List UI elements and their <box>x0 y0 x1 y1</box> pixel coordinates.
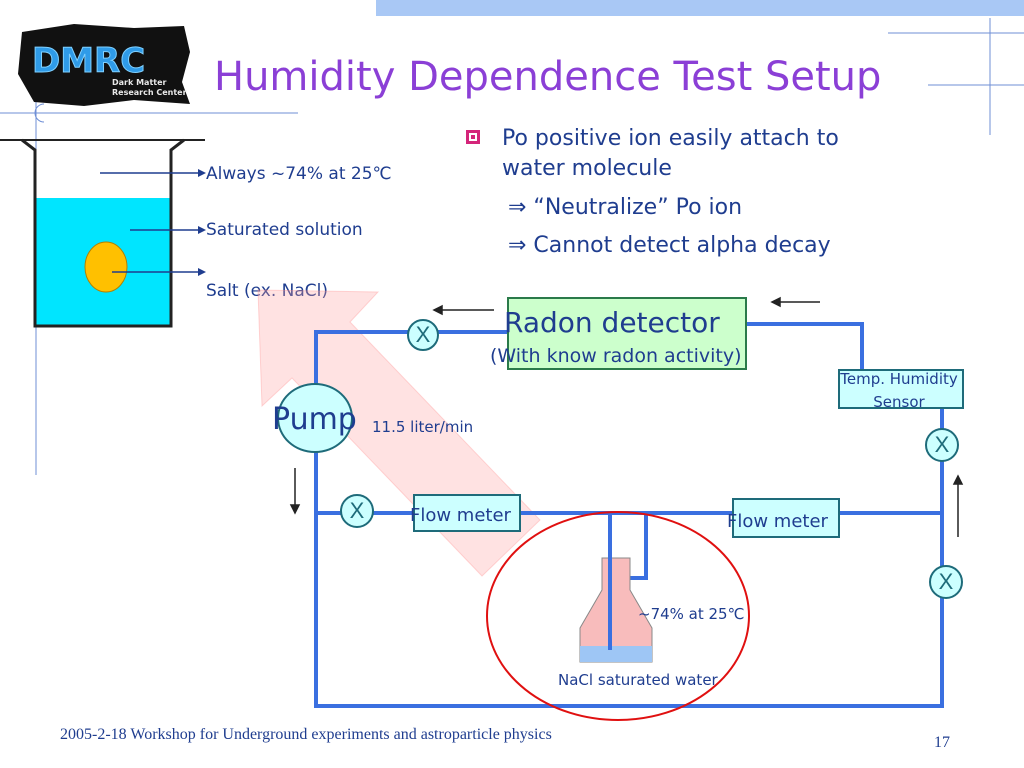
footer-text: 2005-2-18 Workshop for Underground exper… <box>60 726 552 743</box>
flask-humidity-label: ~74% at 25℃ <box>638 605 745 623</box>
logo-subtitle-1: Dark Matter <box>112 78 167 87</box>
bullet-square-icon <box>466 130 480 144</box>
label-always-humidity: Always ~74% at 25℃ <box>206 164 392 184</box>
flow-rate-label: 11.5 liter/min <box>372 418 474 436</box>
sensor-label-line1: Temp. Humidity <box>840 370 958 388</box>
radon-detector-label: Radon detector <box>504 306 720 339</box>
valve-top: X <box>407 319 439 351</box>
logo-text: DMRC <box>32 41 145 81</box>
slide-title: Humidity Dependence Test Setup <box>214 54 882 100</box>
flow-meter-right-box <box>732 498 840 538</box>
logo-graphic: DMRC Dark Matter Research Center <box>18 24 190 106</box>
logo-subtitle-2: Research Center <box>112 88 187 97</box>
radon-detector-note: (With know radon activity) <box>490 345 742 367</box>
label-salt: Salt (ex. NaCl) <box>206 281 329 301</box>
valve-left: X <box>340 494 374 528</box>
label-saturated-solution: Saturated solution <box>206 220 363 240</box>
pump-label: Pump <box>272 402 357 437</box>
bullet-main-line2: water molecule <box>502 156 672 181</box>
pump-circle <box>277 383 353 453</box>
flow-meter-left-label: Flow meter <box>410 505 511 526</box>
sensor-label-line2: Sensor <box>873 393 925 411</box>
flask-caption: NaCl saturated water <box>558 671 718 689</box>
page-number: 17 <box>934 734 950 751</box>
bullet-sub-cannot-detect: ⇒ Cannot detect alpha decay <box>508 233 831 258</box>
flow-meter-left-box <box>413 494 521 532</box>
flow-meter-right-label: Flow meter <box>727 511 828 532</box>
valve-right-upper: X <box>925 428 959 462</box>
humidity-sensor-box <box>838 369 964 409</box>
radon-detector-box <box>507 297 747 370</box>
valve-right-lower: X <box>929 565 963 599</box>
bullet-sub-neutralize: ⇒ “Neutralize” Po ion <box>508 195 743 220</box>
beaker-diagram <box>0 138 206 328</box>
bullet-main-line1: Po positive ion easily attach to <box>502 126 839 151</box>
dmrc-logo: DMRC Dark Matter Research Center <box>14 22 194 108</box>
